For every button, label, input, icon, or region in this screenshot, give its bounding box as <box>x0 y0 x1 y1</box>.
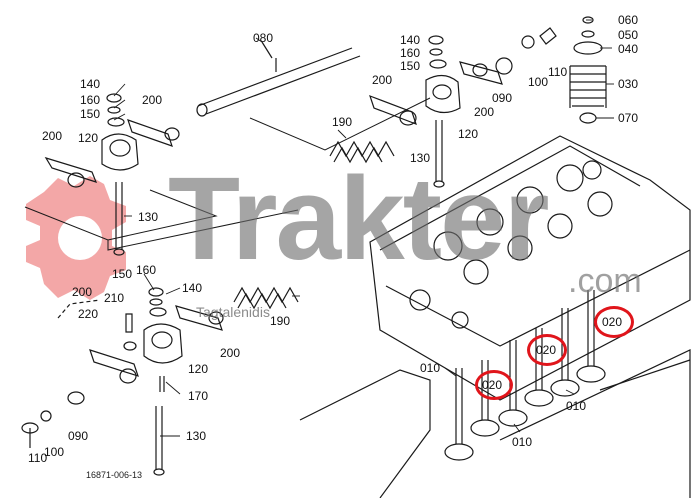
highlighted-part-label: 020 <box>536 343 557 357</box>
part-label: 150 <box>112 267 133 281</box>
highlight-ring <box>594 306 634 338</box>
part-label: 200 <box>474 105 495 119</box>
part-label: 150 <box>80 107 101 121</box>
part-label: 010 <box>420 361 441 375</box>
bolt-110-washer-100-090 <box>21 391 85 448</box>
part-label: 070 <box>618 111 639 125</box>
part-label: 130 <box>410 151 431 165</box>
spring-190-lower <box>233 286 299 310</box>
rocker-shaft-080 <box>196 41 361 117</box>
part-label: 110 <box>28 451 48 465</box>
part-label: 050 <box>618 28 639 42</box>
rocker-assembly-upper-mid <box>369 27 557 188</box>
part-label: 150 <box>400 59 421 73</box>
cylinder-head-block <box>369 135 691 401</box>
part-label: 130 <box>186 429 207 443</box>
part-label: 200 <box>372 73 393 87</box>
part-label: 090 <box>68 429 89 443</box>
part-label: 130 <box>138 210 159 224</box>
part-label: 110 <box>548 65 568 79</box>
part-label: 220 <box>78 307 99 321</box>
highlight-ring <box>475 370 513 400</box>
watermark-brand: Trakter <box>168 153 550 285</box>
part-label: 170 <box>188 389 209 403</box>
spring-190-upper <box>329 140 395 164</box>
part-label: 010 <box>566 399 587 413</box>
watermark-gear-logo <box>26 176 126 300</box>
part-label: 140 <box>182 281 203 295</box>
part-label: 120 <box>78 131 99 145</box>
part-label: 200 <box>142 93 163 107</box>
part-label: 120 <box>188 362 209 376</box>
watermark-domain: .com <box>568 262 642 300</box>
part-label: 200 <box>42 129 63 143</box>
part-label: 010 <box>512 435 533 449</box>
part-label: 190 <box>332 115 353 129</box>
part-label: 160 <box>400 46 421 60</box>
highlighted-part-label: 020 <box>602 315 623 329</box>
part-label: 160 <box>136 263 157 277</box>
part-label: 030 <box>618 77 639 91</box>
watermark-tagline: Tagtalenidis <box>196 304 270 320</box>
engine-block-lower <box>299 349 691 498</box>
highlighted-part-label: 020 <box>482 378 503 392</box>
part-label: 190 <box>270 314 291 328</box>
drawing-code: 16871-006-13 <box>86 470 143 480</box>
part-label: 100 <box>528 75 549 89</box>
valve-spring-stack <box>569 16 607 124</box>
part-label: 200 <box>220 346 241 360</box>
part-label: 160 <box>80 93 101 107</box>
part-label: 140 <box>80 77 101 91</box>
highlight-ring <box>527 334 567 366</box>
part-label: 090 <box>492 91 513 105</box>
part-label: 140 <box>400 33 421 47</box>
part-label: 200 <box>72 285 93 299</box>
part-label: 210 <box>104 291 125 305</box>
part-label: 120 <box>458 127 479 141</box>
rocker-assembly-lower-left <box>57 287 224 476</box>
part-label: 080 <box>253 31 274 45</box>
part-label: 100 <box>44 445 65 459</box>
leader-lines <box>113 19 614 437</box>
part-label: 060 <box>618 13 639 27</box>
part-label: 040 <box>618 42 639 56</box>
rocker-assembly-upper-left <box>44 93 180 256</box>
